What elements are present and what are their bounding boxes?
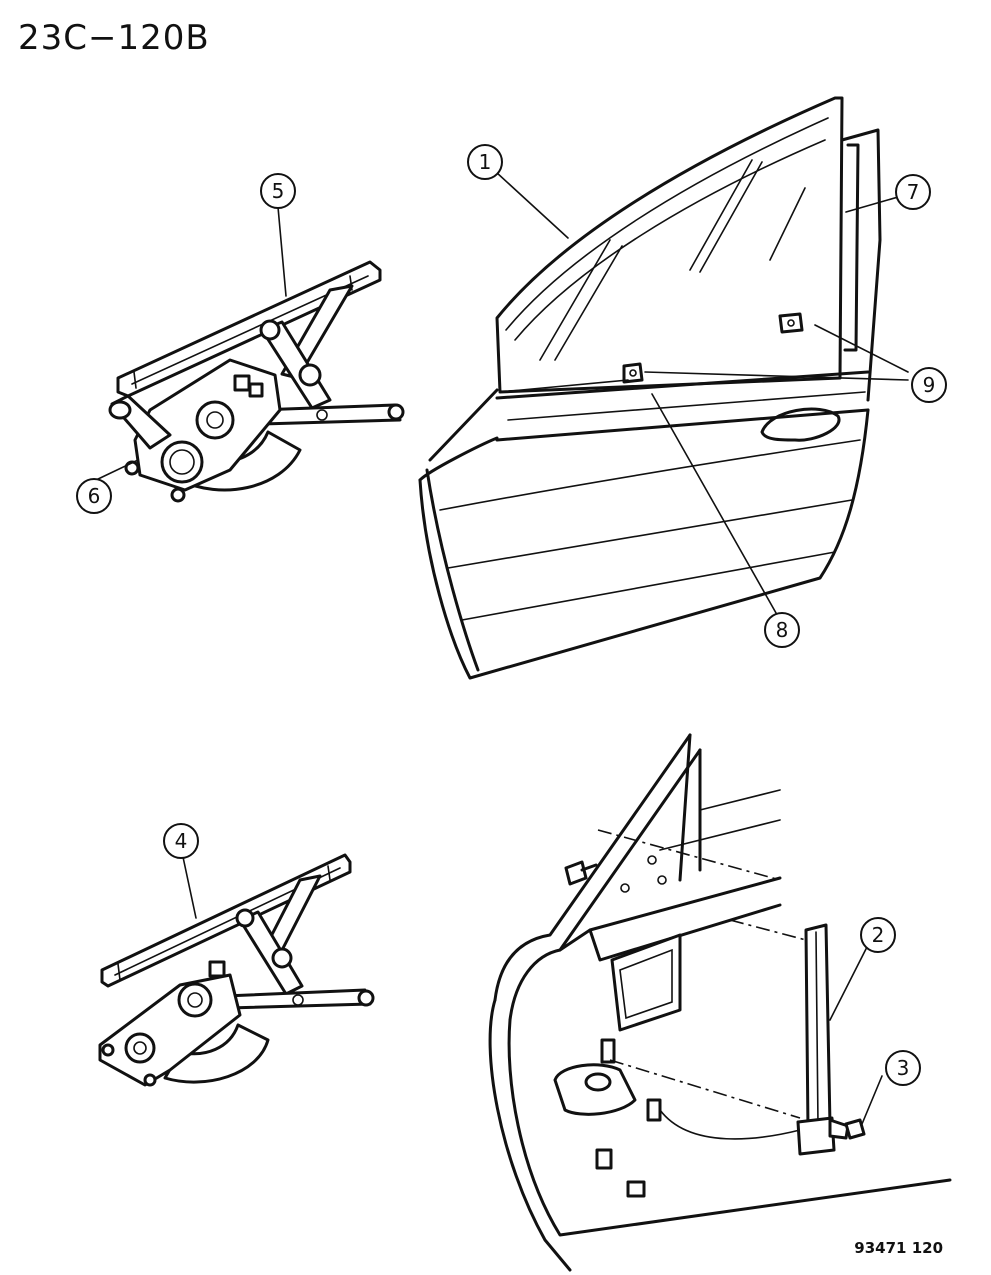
callout-4: 4 bbox=[163, 823, 199, 859]
callout-label: 4 bbox=[175, 829, 188, 853]
callout-1: 1 bbox=[467, 144, 503, 180]
door-inner-panel-icon bbox=[488, 733, 952, 1272]
callout-label: 1 bbox=[479, 150, 492, 174]
callout-label: 6 bbox=[88, 484, 101, 508]
callout-label: 2 bbox=[872, 923, 885, 947]
callout-label: 5 bbox=[272, 179, 285, 203]
callout-2: 2 bbox=[860, 917, 896, 953]
callout-3: 3 bbox=[885, 1050, 921, 1086]
callout-label: 9 bbox=[923, 373, 936, 397]
callout-8: 8 bbox=[764, 612, 800, 648]
manual-window-regulator-icon bbox=[98, 853, 375, 1087]
callout-label: 7 bbox=[907, 180, 920, 204]
power-window-regulator-icon bbox=[108, 260, 405, 503]
callout-5: 5 bbox=[260, 173, 296, 209]
callout-9: 9 bbox=[911, 367, 947, 403]
diagram-code: 23C−120B bbox=[18, 18, 210, 58]
callout-7: 7 bbox=[895, 174, 931, 210]
callout-label: 3 bbox=[897, 1056, 910, 1080]
callout-label: 8 bbox=[776, 618, 789, 642]
callout-6: 6 bbox=[76, 478, 112, 514]
reference-number: 93471 120 bbox=[854, 1239, 943, 1257]
front-door-glass-icon bbox=[418, 96, 882, 680]
